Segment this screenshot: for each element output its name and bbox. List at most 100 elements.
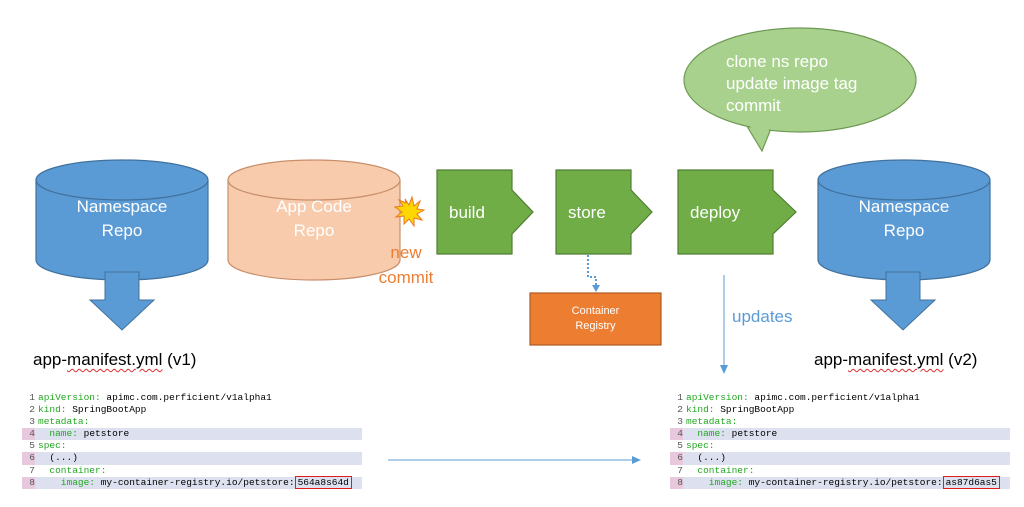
container-registry-box	[529, 292, 662, 346]
store-stage-label: store	[568, 203, 606, 222]
title-suffix: (v1)	[162, 350, 197, 369]
updates-arrow	[720, 275, 728, 374]
yaml-key: kind:	[38, 404, 67, 416]
yaml-key: metadata:	[38, 416, 90, 428]
left-down-arrow	[88, 271, 156, 331]
new-commit-label: new commit	[372, 240, 440, 290]
title-filename: manifest.yml	[848, 350, 944, 369]
line-number: 4	[670, 428, 683, 441]
title-prefix: app-	[33, 350, 68, 369]
yaml-value: SpringBootApp	[714, 404, 795, 416]
code-line: 6 (...)	[22, 452, 362, 465]
speech-bubble	[683, 27, 917, 153]
registry-label-line: Registry	[575, 320, 616, 332]
yaml-value: SpringBootApp	[66, 404, 147, 416]
code-line: 4 name: petstore	[670, 428, 1010, 441]
cylinder-label-line: Namespace	[858, 197, 950, 216]
deploy-stage-label: deploy	[690, 203, 741, 222]
line-number: 3	[677, 416, 683, 428]
speech-line: commit	[726, 96, 781, 115]
line-number: 5	[677, 440, 683, 452]
speech-line: update image tag	[726, 74, 858, 93]
app-code-repo-cylinder	[227, 159, 401, 281]
code-line: 6 (...)	[670, 452, 1010, 465]
yaml-value: my-container-registry.io/petstore:	[743, 476, 943, 488]
line-number: 6	[22, 452, 35, 465]
namespace-repo-left-cylinder	[35, 159, 209, 281]
code-line: 8 image: my-container-registry.io/petsto…	[22, 475, 362, 489]
namespace-repo-left-label: Namespace Repo	[36, 195, 208, 243]
yaml-key: image:	[686, 476, 744, 488]
image-tag-highlight: 564a8s64d	[294, 475, 352, 489]
new-commit-line: commit	[378, 268, 434, 287]
registry-label-line: Container	[571, 305, 620, 317]
yaml-value: apimc.com.perficient/v1alpha1	[748, 392, 920, 403]
store-to-registry-connector	[587, 255, 600, 292]
yaml-value: apimc.com.perficient/v1alpha1	[100, 392, 272, 403]
yaml-key: name:	[38, 428, 78, 440]
line-number: 3	[29, 416, 35, 428]
line-number: 5	[29, 440, 35, 452]
new-commit-line: new	[390, 243, 422, 262]
commit-burst-icon	[393, 195, 426, 228]
yaml-value: petstore	[725, 428, 778, 440]
manifest-transition-arrow	[388, 456, 641, 464]
line-number: 8	[22, 476, 35, 489]
cylinder-label-line: Namespace	[76, 197, 168, 216]
code-line: 8 image: my-container-registry.io/petsto…	[670, 475, 1010, 489]
yaml-value: (...)	[38, 452, 78, 464]
yaml-key: spec:	[686, 440, 715, 452]
yaml-key: kind:	[686, 404, 715, 416]
namespace-repo-right-cylinder	[817, 159, 991, 281]
build-stage-arrow	[436, 169, 534, 255]
image-tag-highlight: as87d6as5	[942, 475, 1000, 489]
title-suffix: (v2)	[943, 350, 978, 369]
line-number: 2	[677, 404, 683, 416]
speech-bubble-text: clone ns repo update image tag commit	[726, 51, 857, 117]
yaml-value: my-container-registry.io/petstore:	[95, 476, 295, 488]
title-prefix: app-	[814, 350, 849, 369]
updates-label: updates	[732, 307, 793, 326]
line-number: 7	[677, 464, 683, 476]
yaml-key: apiVersion:	[686, 392, 749, 403]
yaml-value: (...)	[686, 452, 726, 464]
cylinder-label-line: Repo	[101, 221, 143, 240]
code-line: 7 container:	[670, 465, 1010, 477]
namespace-repo-right-label: Namespace Repo	[818, 195, 990, 243]
line-number: 2	[29, 404, 35, 416]
title-filename: manifest.yml	[67, 350, 163, 369]
line-number: 4	[22, 428, 35, 441]
yaml-key: name:	[686, 428, 726, 440]
build-stage-label: build	[449, 203, 485, 222]
yaml-key: metadata:	[686, 416, 738, 428]
line-number: 8	[670, 476, 683, 489]
line-number: 7	[29, 464, 35, 476]
line-number: 6	[670, 452, 683, 465]
yaml-key: container:	[38, 464, 107, 476]
deploy-stage-arrow	[677, 169, 797, 255]
manifest-left-title: app-manifest.yml (v1)	[33, 350, 196, 370]
app-code-repo-label: App Code Repo	[228, 195, 400, 243]
yaml-key: container:	[686, 464, 755, 476]
cylinder-label-line: App Code	[276, 197, 352, 216]
cylinder-label-line: Repo	[293, 221, 335, 240]
code-line: 4 name: petstore	[22, 428, 362, 441]
speech-line: clone ns repo	[726, 52, 829, 71]
code-line: 7 container:	[22, 465, 362, 477]
store-stage-arrow	[555, 169, 653, 255]
line-number: 1	[29, 392, 35, 403]
yaml-key: image:	[38, 476, 96, 488]
cylinder-label-line: Repo	[883, 221, 925, 240]
manifest-right-title: app-manifest.yml (v2)	[814, 350, 977, 370]
line-number: 1	[677, 392, 683, 403]
